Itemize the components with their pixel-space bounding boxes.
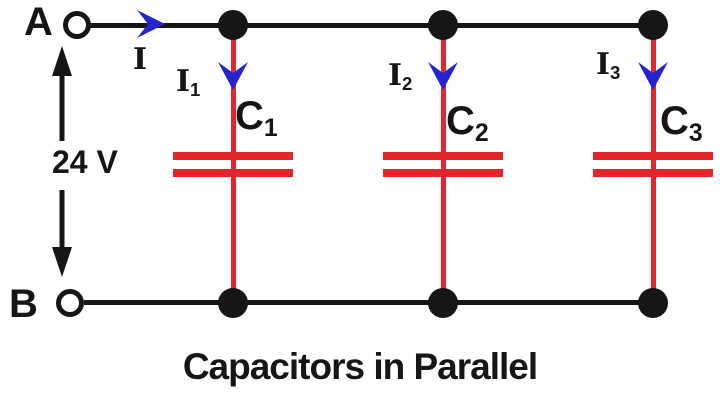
branch-2-wire [441, 25, 446, 303]
branch-1-capacitor-plate-top [173, 152, 293, 160]
top-bus-wire [86, 23, 653, 28]
branch-1-current-label: I1 [176, 64, 201, 101]
voltage-label: 24 V [52, 144, 118, 180]
bottom-bus-wire [84, 300, 653, 305]
branch-3-capacitor-plate-top [593, 152, 713, 160]
branch-1-wire [231, 25, 236, 303]
branch-3-current-label: I3 [596, 47, 621, 84]
branch-3-capacitor-label: C3 [660, 99, 703, 147]
branch-1-current-arrow-icon [218, 62, 248, 90]
branch-3-current-arrow-icon [638, 62, 668, 90]
branch-2-junction-dot-bottom [428, 288, 458, 318]
branch-2-current-arrow-icon [428, 62, 458, 90]
main-current-label: I [133, 42, 148, 77]
branch-2-current-label: I2 [388, 58, 413, 95]
branch-1-capacitor-label: C1 [235, 94, 278, 142]
terminal-a-label: A [24, 0, 53, 44]
voltage-up-arrow-icon [52, 46, 72, 141]
branch-1-junction-dot-bottom [218, 288, 248, 318]
branch-3-wire [651, 25, 656, 303]
voltage-down-arrow-icon [52, 190, 72, 277]
branch-1-capacitor-plate-bottom [173, 169, 293, 177]
branch-1-junction-dot-top [218, 10, 248, 40]
terminal-a-circle [63, 11, 91, 39]
diagram-title: Capacitors in Parallel [182, 346, 538, 387]
branch-2-capacitor-plate-bottom [383, 169, 503, 177]
branch-2-junction-dot-top [428, 10, 458, 40]
branch-2-capacitor-label: C2 [446, 99, 489, 147]
branch-3-junction-dot-bottom [638, 288, 668, 318]
branch-3-junction-dot-top [638, 10, 668, 40]
terminal-b-circle [56, 289, 84, 317]
branch-3-capacitor-plate-bottom [593, 169, 713, 177]
terminal-b-label: B [9, 282, 38, 326]
main-current-arrow-icon [137, 10, 165, 38]
branch-2-capacitor-plate-top [383, 152, 503, 160]
